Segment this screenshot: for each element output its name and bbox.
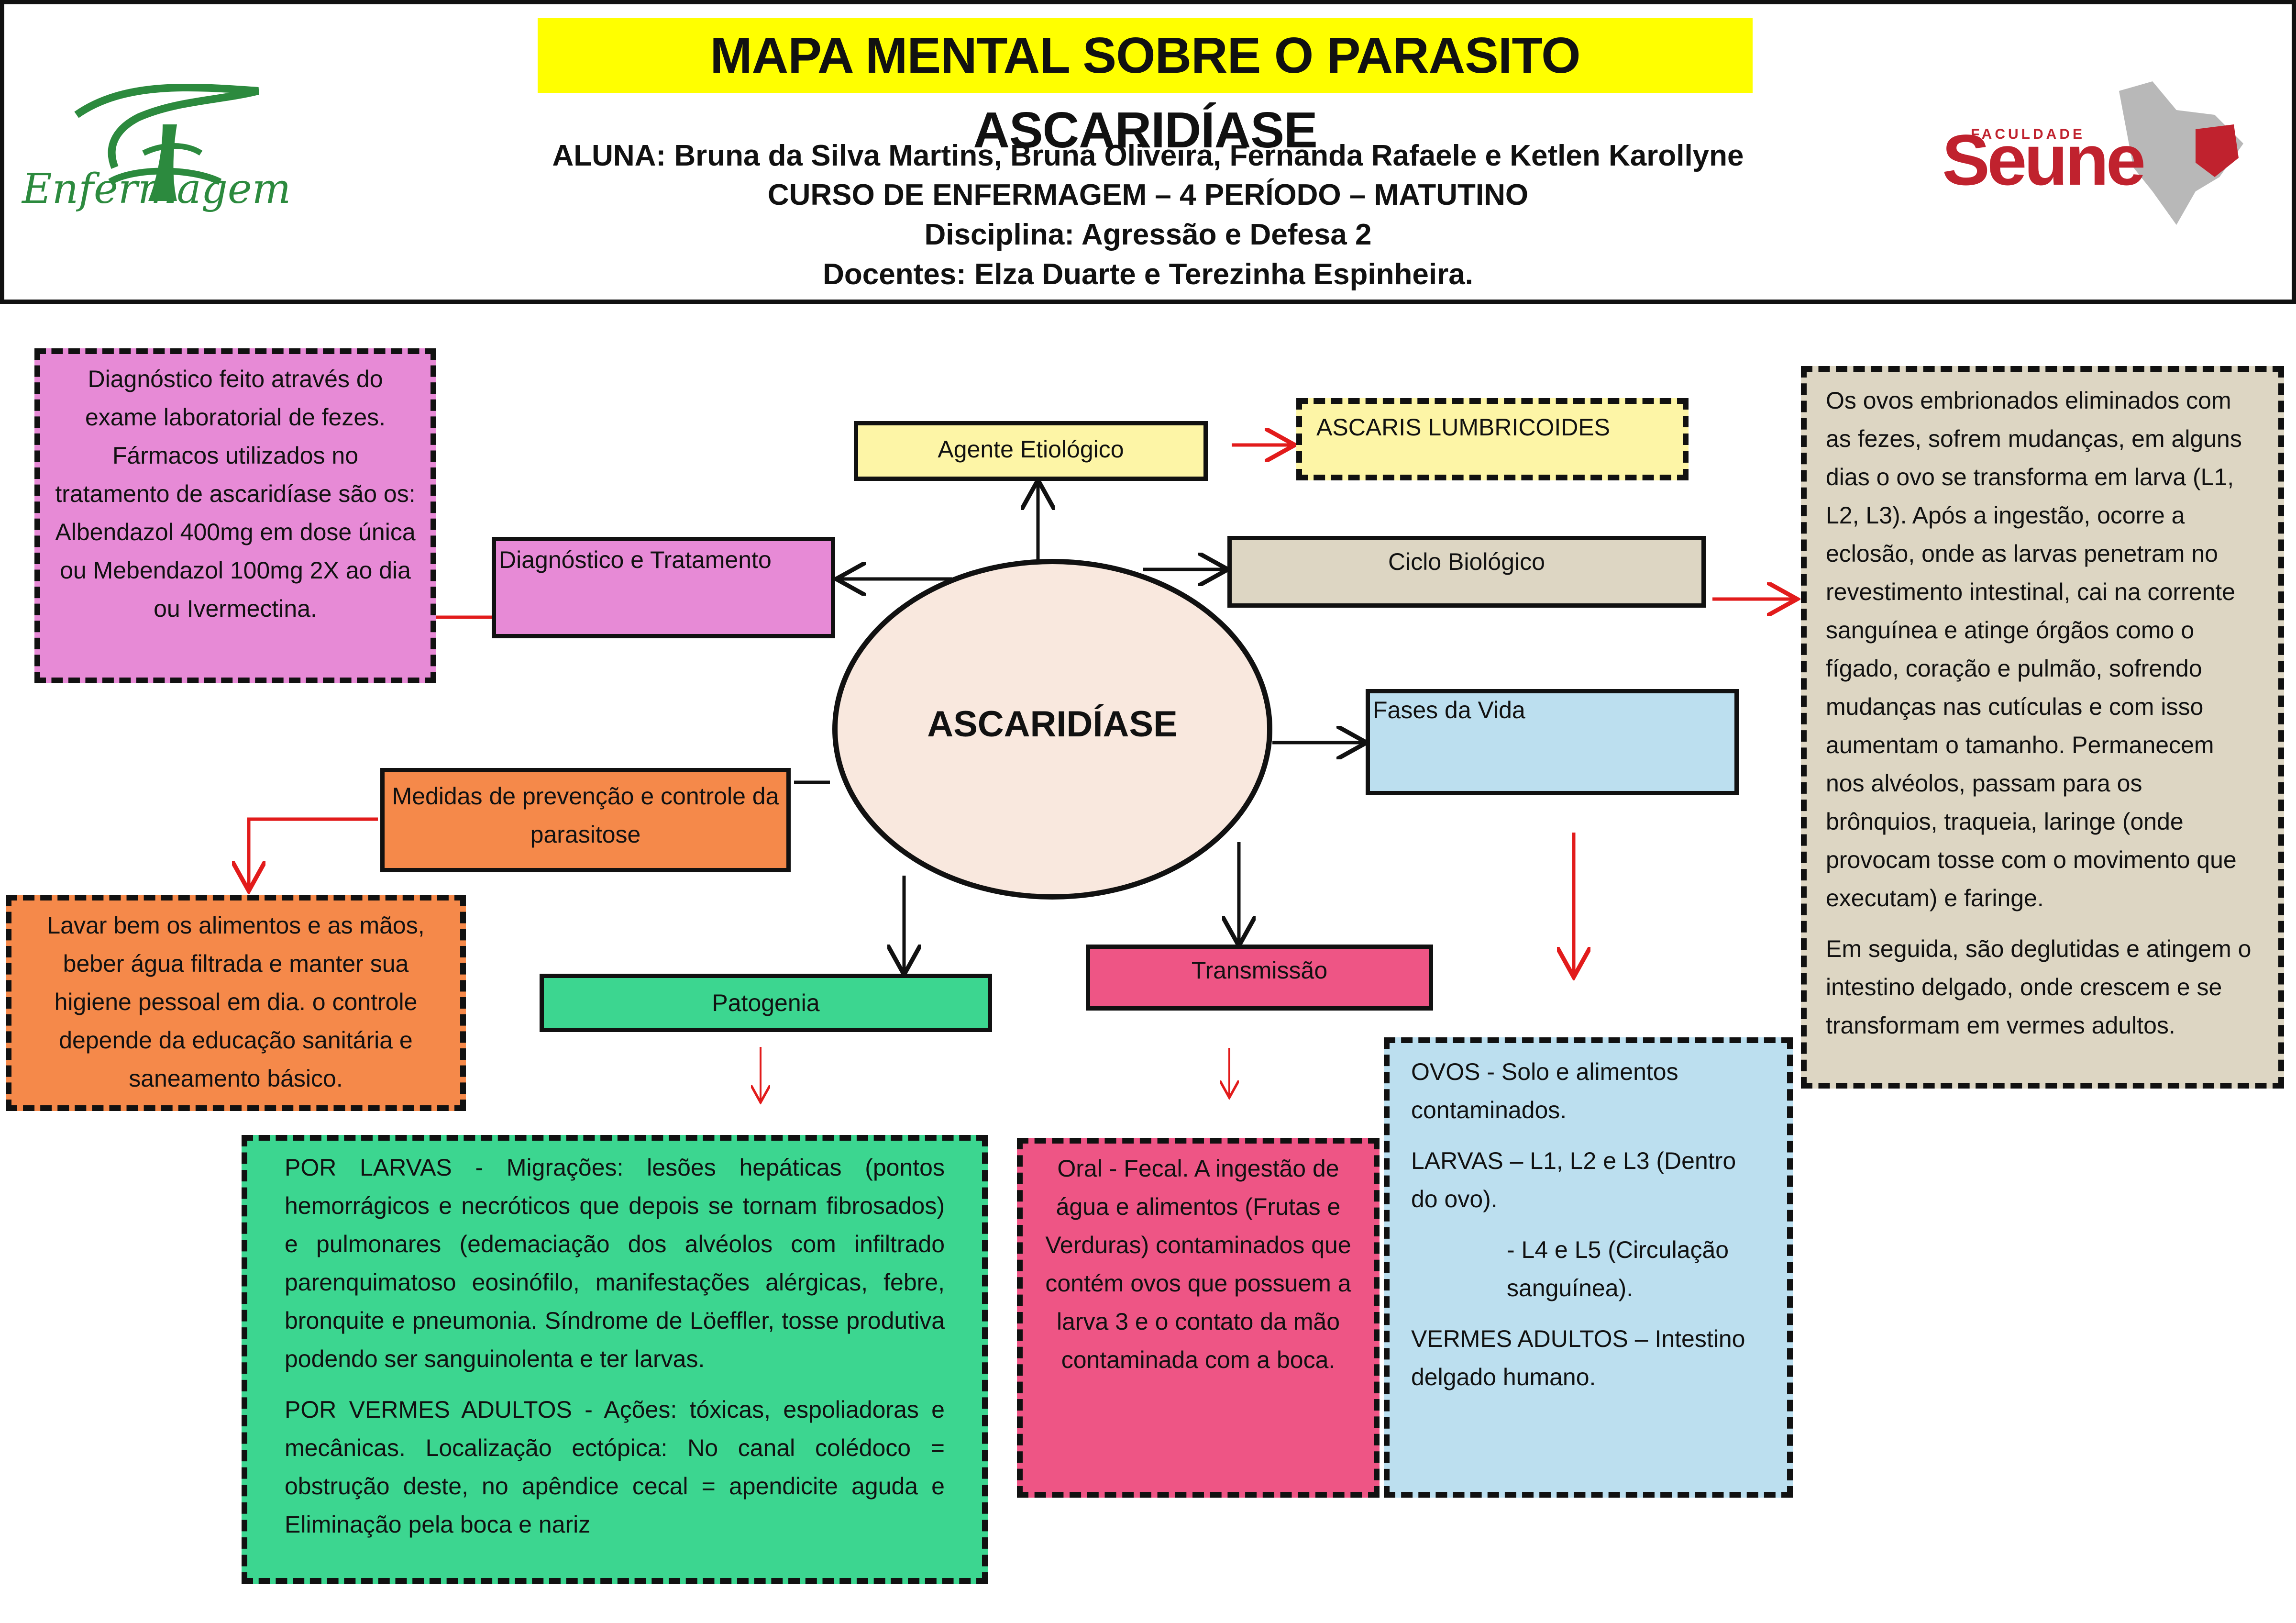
node-patogenia: Patogenia xyxy=(540,974,992,1032)
seune-logo-small-text: FACULDADE xyxy=(1971,126,2085,142)
detail-ciclo-biologico: Os ovos embrionados eliminados com as fe… xyxy=(1801,366,2284,1089)
detail-prevencao: Lavar bem os alimentos e as mãos, beber … xyxy=(6,895,466,1111)
node-medidas-prevencao: Medidas de prevenção e controle da paras… xyxy=(380,768,791,872)
detail-transmissao: Oral - Fecal. A ingestão de água e alime… xyxy=(1017,1138,1380,1498)
page-title: MAPA MENTAL SOBRE O PARASITO ASCARIDÍASE xyxy=(710,27,1580,158)
fase-larvas-l4-l5: - L4 e L5 (Circulação sanguínea). xyxy=(1507,1236,1729,1301)
node-ciclo-biologico: Ciclo Biológico xyxy=(1227,536,1706,608)
central-topic-circle xyxy=(832,559,1272,900)
patogenia-larvas: POR LARVAS - Migrações: lesões hepáticas… xyxy=(285,1154,945,1372)
node-fases-da-vida: Fases da Vida xyxy=(1366,689,1739,795)
detail-diagnostico: Diagnóstico feito através do exame labor… xyxy=(34,348,436,683)
seune-logo-text: Seune xyxy=(1942,120,2146,200)
node-agente-etiologico: Agente Etiológico xyxy=(854,421,1208,481)
node-ascaris-lumbricoides: ASCARIS LUMBRICOIDES xyxy=(1296,398,1689,480)
red-arrow-medidas xyxy=(249,817,378,888)
seune-logo xyxy=(2119,81,2243,225)
ciclo-paragraph-2: Em seguida, são deglutidas e atingem o i… xyxy=(1826,935,2252,1039)
nursing-logo-text: Enfermagem xyxy=(22,165,291,213)
ciclo-paragraph-1: Os ovos embrionados eliminados com as fe… xyxy=(1826,387,2242,912)
students-line: ALUNA: Bruna da Silva Martins, Bruna Oli… xyxy=(552,139,1744,172)
nursing-logo xyxy=(74,83,259,201)
node-transmissao: Transmissão xyxy=(1086,945,1433,1011)
detail-fases-da-vida: OVOS - Solo e alimentos contaminados. LA… xyxy=(1384,1037,1793,1498)
title-highlight xyxy=(538,18,1753,93)
fase-vermes-adultos: VERMES ADULTOS – Intestino delgado human… xyxy=(1411,1325,1745,1390)
detail-patogenia: POR LARVAS - Migrações: lesões hepáticas… xyxy=(242,1135,988,1584)
fase-ovos: OVOS - Solo e alimentos contaminados. xyxy=(1411,1058,1678,1123)
central-topic-label: ASCARIDÍASE xyxy=(927,704,1178,745)
fase-larvas: LARVAS – L1, L2 e L3 (Dentro do ovo). xyxy=(1411,1147,1736,1212)
course-line: CURSO DE ENFERMAGEM – 4 PERÍODO – MATUTI… xyxy=(767,178,1529,211)
discipline-line: Disciplina: Agressão e Defesa 2 xyxy=(924,218,1372,251)
teachers-line: Docentes: Elza Duarte e Terezinha Espinh… xyxy=(823,258,1473,291)
node-diagnostico-tratamento: Diagnóstico e Tratamento xyxy=(492,537,835,638)
patogenia-vermes-adultos: POR VERMES ADULTOS - Ações: tóxicas, esp… xyxy=(285,1396,945,1538)
